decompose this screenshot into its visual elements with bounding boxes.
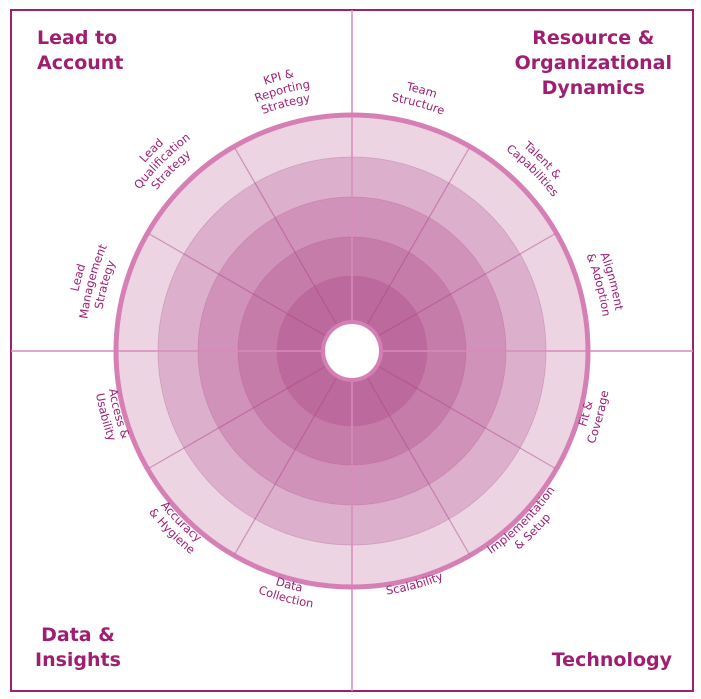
- quadrant-title-line: Dynamics: [541, 77, 645, 99]
- outer-ring-border: [113, 112, 591, 590]
- quadrant-title-line: Lead to: [37, 27, 118, 49]
- quadrant-title-lead-to-account: Lead to Account: [37, 26, 123, 76]
- quadrant-title-line: Account: [37, 52, 124, 74]
- segment-label-access: Access &Usability: [93, 387, 133, 443]
- quadrant-title-data-insights: Data & Insights: [35, 623, 121, 673]
- quadrant-title-line: Organizational: [514, 52, 672, 74]
- segment-label-alignment: Alignment& Adoption: [583, 250, 626, 317]
- quadrant-title-line: Technology: [551, 649, 672, 671]
- quadrant-title-line: Insights: [35, 649, 121, 671]
- quadrant-title-resource-organizational-dynamics: Resource & Organizational Dynamics: [515, 26, 672, 101]
- center-hub: [325, 324, 379, 378]
- segment-spokes: [118, 117, 586, 585]
- quadrant-title-technology: Technology: [552, 648, 672, 673]
- quadrant-title-line: Resource &: [532, 27, 655, 49]
- quadrant-title-line: Data &: [41, 624, 115, 646]
- segment-label-line: Fit &: [575, 399, 595, 428]
